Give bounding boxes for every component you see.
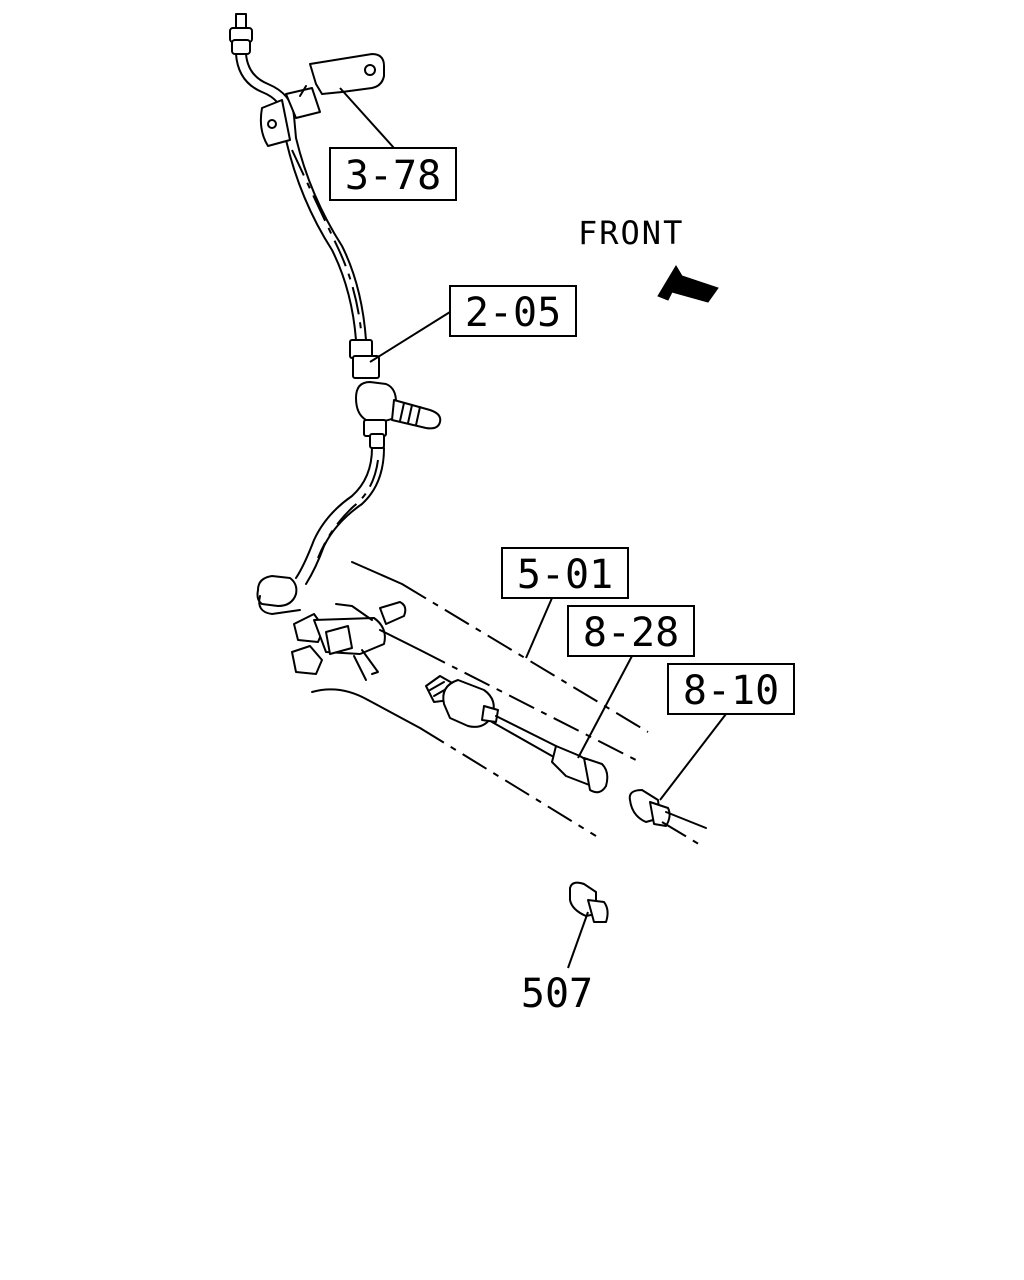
pipe-bracket[interactable] xyxy=(259,53,385,147)
connector-8-28[interactable] xyxy=(551,745,609,794)
callout-label: 5-01 xyxy=(517,552,613,598)
connector-8-10[interactable] xyxy=(628,789,707,847)
upper-brake-pipe[interactable] xyxy=(229,13,367,341)
callout-label: 8-28 xyxy=(583,610,679,656)
callout-label: 8-10 xyxy=(683,668,779,714)
callout-label: 2-05 xyxy=(465,290,561,336)
valve-block[interactable] xyxy=(291,601,407,701)
callout-5-01[interactable]: 5-01 xyxy=(501,547,629,659)
callout-8-10[interactable]: 8-10 xyxy=(659,663,795,801)
pressure-sensor[interactable] xyxy=(425,675,557,757)
front-label: FRONT xyxy=(578,214,684,252)
callout-3-78[interactable]: 3-78 xyxy=(329,87,457,201)
callout-2-05[interactable]: 2-05 xyxy=(369,285,577,363)
frame-outline xyxy=(351,561,649,837)
lower-brake-pipe[interactable] xyxy=(256,447,385,615)
front-arrow-icon xyxy=(657,265,719,303)
callout-507[interactable]: 507 xyxy=(521,911,593,1017)
callout-8-28[interactable]: 8-28 xyxy=(567,605,695,759)
cap-507[interactable] xyxy=(569,881,609,923)
callout-label: 3-78 xyxy=(345,153,441,199)
callout-label: 507 xyxy=(521,971,593,1017)
tee-fitting[interactable] xyxy=(349,339,442,449)
front-indicator: FRONT xyxy=(578,214,719,303)
